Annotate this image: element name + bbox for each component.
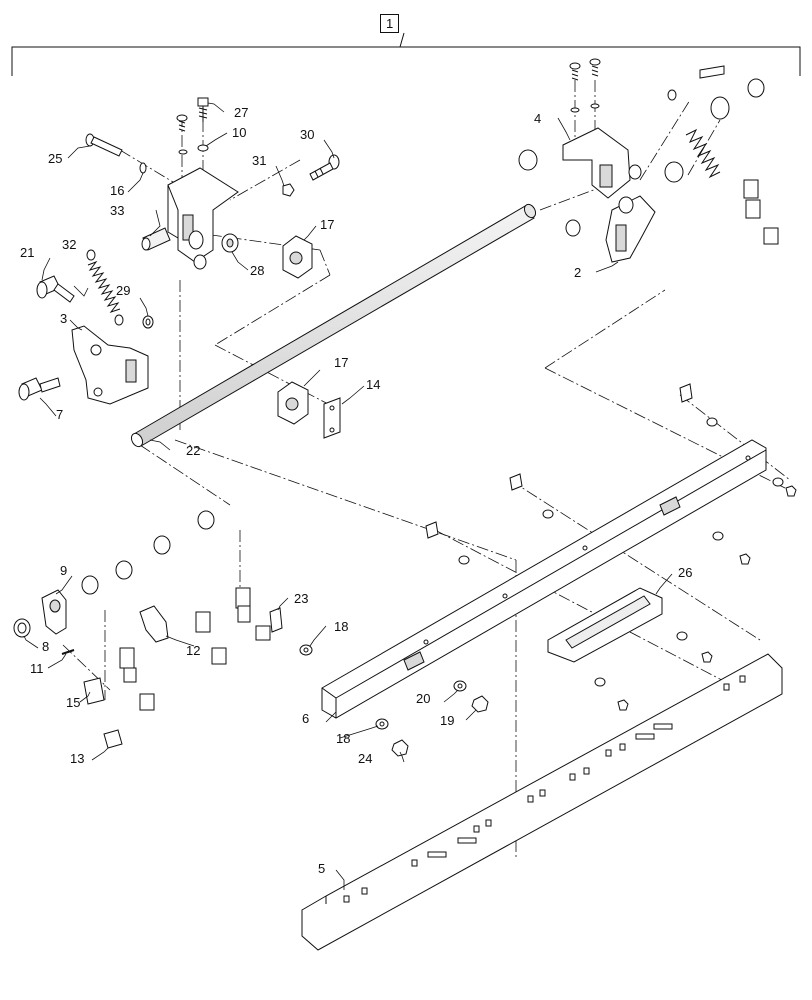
left-lower-bracket-3 [71,325,149,405]
callout-26: 26 [678,565,693,580]
callout-12: 12 [186,643,201,658]
plate-14 [323,397,341,439]
bolt-30 [309,154,340,181]
washer-18-upper [299,644,313,656]
cap-8 [13,618,31,638]
blade-5 [301,653,783,951]
screw-10 [176,114,209,155]
callout-18b: 18 [336,731,351,746]
callout-22: 22 [186,443,201,458]
callout-25: 25 [48,151,63,166]
spring-32 [86,249,124,326]
callout-21: 21 [20,245,35,260]
right-upper-bracket-4 [562,127,642,199]
bolt-23 [269,607,283,633]
washer-29 [142,315,154,329]
right-hardware [518,58,779,245]
rail-hardware [425,383,797,711]
angle-rail-6 [321,439,767,719]
nozzle-hardware [81,510,271,711]
clamp-block-17-upper [282,235,313,279]
callout-14: 14 [366,377,381,392]
callout-16: 16 [110,183,125,198]
callout-33: 33 [110,203,125,218]
callout-8: 8 [42,639,50,654]
nozzle-tip-15 [83,677,105,705]
callout-7: 7 [56,407,64,422]
bolt-27 [197,97,209,122]
callout-32: 32 [62,237,77,252]
callout-5: 5 [318,861,326,876]
callout-10: 10 [232,125,247,140]
gasket-11 [61,649,75,655]
left-upper-bracket-33 [141,167,239,270]
callout-28: 28 [250,263,265,278]
callout-11: 11 [30,661,44,676]
bolt-21 [36,275,75,303]
callout-23: 23 [294,591,309,606]
nut-24 [391,739,409,757]
callout-15: 15 [66,695,81,710]
callout-20: 20 [416,691,431,706]
leader-lines [23,102,673,890]
assembly-callout: 1 [380,14,400,33]
cap-13 [103,729,123,749]
elbow-12 [139,605,169,643]
guard-26 [547,587,663,663]
washer-18-lower [375,718,389,730]
clip-16 [139,162,147,174]
shaft-22 [130,203,537,448]
bolt-7 [18,377,61,401]
callout-24: 24 [358,751,373,766]
spring-right [685,128,721,179]
callout-6: 6 [302,711,310,726]
callout-17b: 17 [334,355,349,370]
clamp-block-17-lower [277,381,309,425]
callout-13: 13 [70,751,85,766]
callout-2: 2 [574,265,582,280]
callout-18a: 18 [334,619,349,634]
callout-3: 3 [60,311,68,326]
callout-4: 4 [534,111,542,126]
bolt-25 [85,133,123,157]
callout-9: 9 [60,563,68,578]
callout-31: 31 [252,153,267,168]
callout-19: 19 [440,713,455,728]
callout-27: 27 [234,105,249,120]
callout-17a: 17 [320,217,335,232]
bushing-28 [221,233,239,253]
washer-20 [453,680,467,692]
right-lower-bracket-2 [605,195,656,263]
nut-19 [471,695,489,713]
callout-29: 29 [116,283,131,298]
assembly-bracket-stem [399,32,405,48]
callout-30: 30 [300,127,315,142]
assembly-bracket [11,46,801,76]
nozzle-body-9 [41,589,67,635]
nut-31 [282,183,295,197]
